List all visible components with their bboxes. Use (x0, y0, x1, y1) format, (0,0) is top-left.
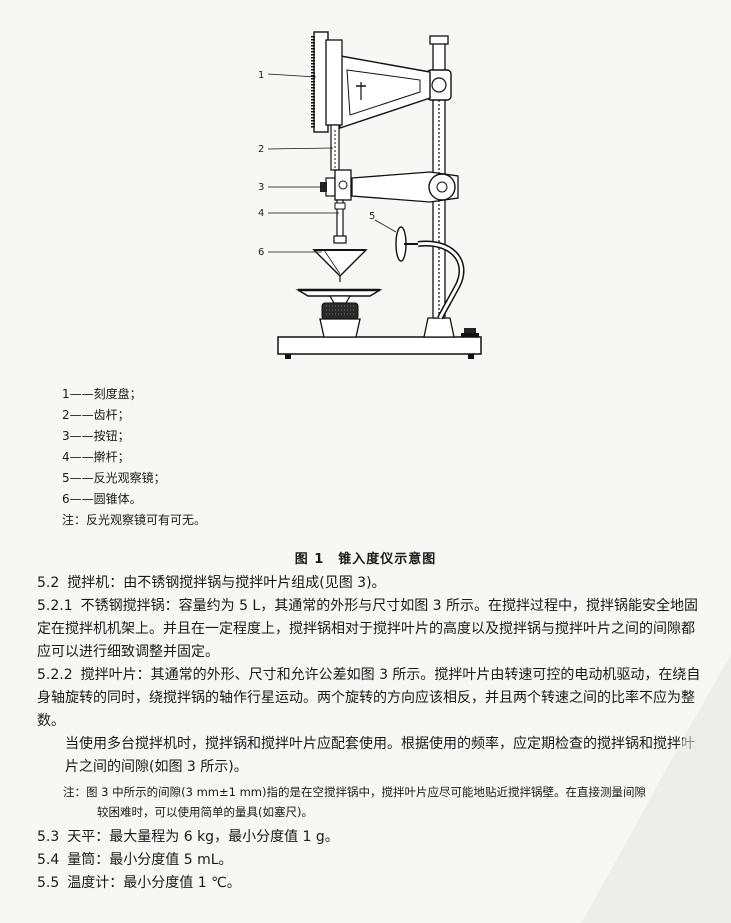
section-5-4: 5.4 量筒：最小分度值 5 mL。 (37, 849, 707, 872)
section-number: 5.2 (37, 575, 60, 591)
legend-item: 6——圆锥体。 (62, 492, 142, 506)
section-5-2: 5.2 搅拌机：由不锈钢搅拌锅与搅拌叶片组成(见图 3)。 (37, 572, 707, 595)
legend-item: 1——刻度盘； (62, 387, 142, 401)
section-text: 搅拌叶片：其通常的外形、尺寸和允许公差如图 3 所示。搅拌叶片由转速可控的电动机… (37, 667, 701, 729)
gap-note: 注：图 3 中所示的间隙(3 mm±1 mm)指的是在空搅拌锅中，搅拌叶片应尽可… (63, 782, 707, 822)
paragraph-multi-mixer: 当使用多台搅拌机时，搅拌锅和搅拌叶片应配套使用。根据使用的频率，应定期检查的搅拌… (37, 733, 707, 779)
figure-caption: 图 1 锥入度仪示意图 (294, 552, 437, 567)
part-number: 5 (369, 211, 375, 222)
section-number: 5.2.2 (37, 667, 73, 683)
section-text: 不锈钢搅拌锅：容量约为 5 L，其通常的外形与尺寸如图 3 所示。在搅拌过程中，… (37, 598, 699, 660)
section-text: 当使用多台搅拌机时，搅拌锅和搅拌叶片应配套使用。根据使用的频率，应定期检查的搅拌… (65, 736, 695, 775)
section-text: 搅拌机：由不锈钢搅拌锅与搅拌叶片组成(见图 3)。 (67, 575, 386, 591)
legend-item: 4——擀杆； (62, 450, 130, 464)
base-plate (277, 336, 482, 355)
legend-item: 2——齿杆； (62, 408, 130, 422)
legend-item: 5——反光观察镜； (62, 471, 166, 485)
section-number: 5.5 (37, 875, 60, 891)
figure-legend: 1——刻度盘； 2——齿杆； 3——按钮； 4——擀杆； 5——反光观察镜； 6… (62, 384, 662, 531)
cone (312, 249, 368, 277)
section-text: 量筒：最小分度值 5 mL。 (67, 852, 233, 868)
button (320, 182, 327, 192)
section-5-3: 5.3 天平：最大量程为 6 kg，最小分度值 1 g。 (37, 826, 707, 849)
legend-item: 3——按钮； (62, 429, 130, 443)
section-5-5: 5.5 温度计：最小分度值 1 ℃。 (37, 872, 707, 895)
section-number: 5.4 (37, 852, 60, 868)
note-line: 较困难时，可以使用简单的量具(如塞尺)。 (97, 805, 313, 819)
section-text: 温度计：最小分度值 1 ℃。 (67, 875, 241, 891)
part-number: 4 (258, 208, 264, 219)
part-number: 2 (258, 144, 264, 155)
section-number: 5.3 (37, 829, 60, 845)
part-number: 1 (258, 70, 264, 81)
section-text: 天平：最大量程为 6 kg，最小分度值 1 g。 (67, 829, 339, 845)
section-number: 5.2.1 (37, 598, 73, 614)
part-number: 3 (258, 182, 264, 193)
penetrometer-diagram: 1 2 3 4 5 6 (258, 31, 482, 359)
part-number: 6 (258, 247, 264, 258)
figure-note: 注：反光观察镜可有可无。 (62, 513, 207, 527)
note-line: 注：图 3 中所示的间隙(3 mm±1 mm)指的是在空搅拌锅中，搅拌叶片应尽可… (63, 785, 646, 799)
